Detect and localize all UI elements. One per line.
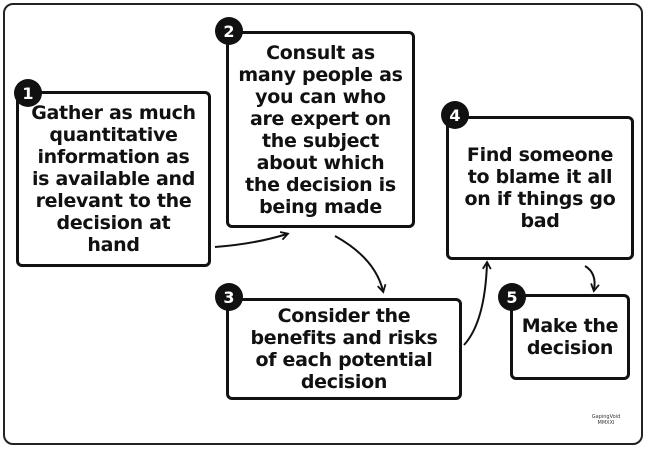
step-4-text: Find someone to blame it all on if thing… <box>464 144 616 232</box>
step-1-box: Gather as much quantitative information … <box>16 91 211 267</box>
step-5-box: Make the decision <box>510 294 630 380</box>
step-4-badge: 4 <box>441 101 469 129</box>
step-3-badge: 3 <box>215 283 243 311</box>
step-5-text: Make the decision <box>521 315 619 359</box>
step-3-box: Consider the benefits and risks of each … <box>226 298 462 400</box>
step-2-box: Consult as many people as you can who ar… <box>226 31 415 228</box>
step-3-text: Consider the benefits and risks of each … <box>250 305 438 393</box>
arrow-3-to-4 <box>463 260 492 346</box>
arrow-4-to-5 <box>584 265 600 293</box>
arrow-2-to-3 <box>334 235 387 294</box>
step-2-badge: 2 <box>215 17 243 45</box>
arrow-1-to-2 <box>214 231 290 248</box>
step-4-box: Find someone to blame it all on if thing… <box>446 116 634 260</box>
step-1-text: Gather as much quantitative information … <box>31 102 196 256</box>
step-5-badge: 5 <box>498 283 526 311</box>
step-1-badge: 1 <box>14 79 42 107</box>
artist-signature: GapingVoid MMXXI <box>591 414 621 426</box>
step-2-text: Consult as many people as you can who ar… <box>238 41 403 218</box>
